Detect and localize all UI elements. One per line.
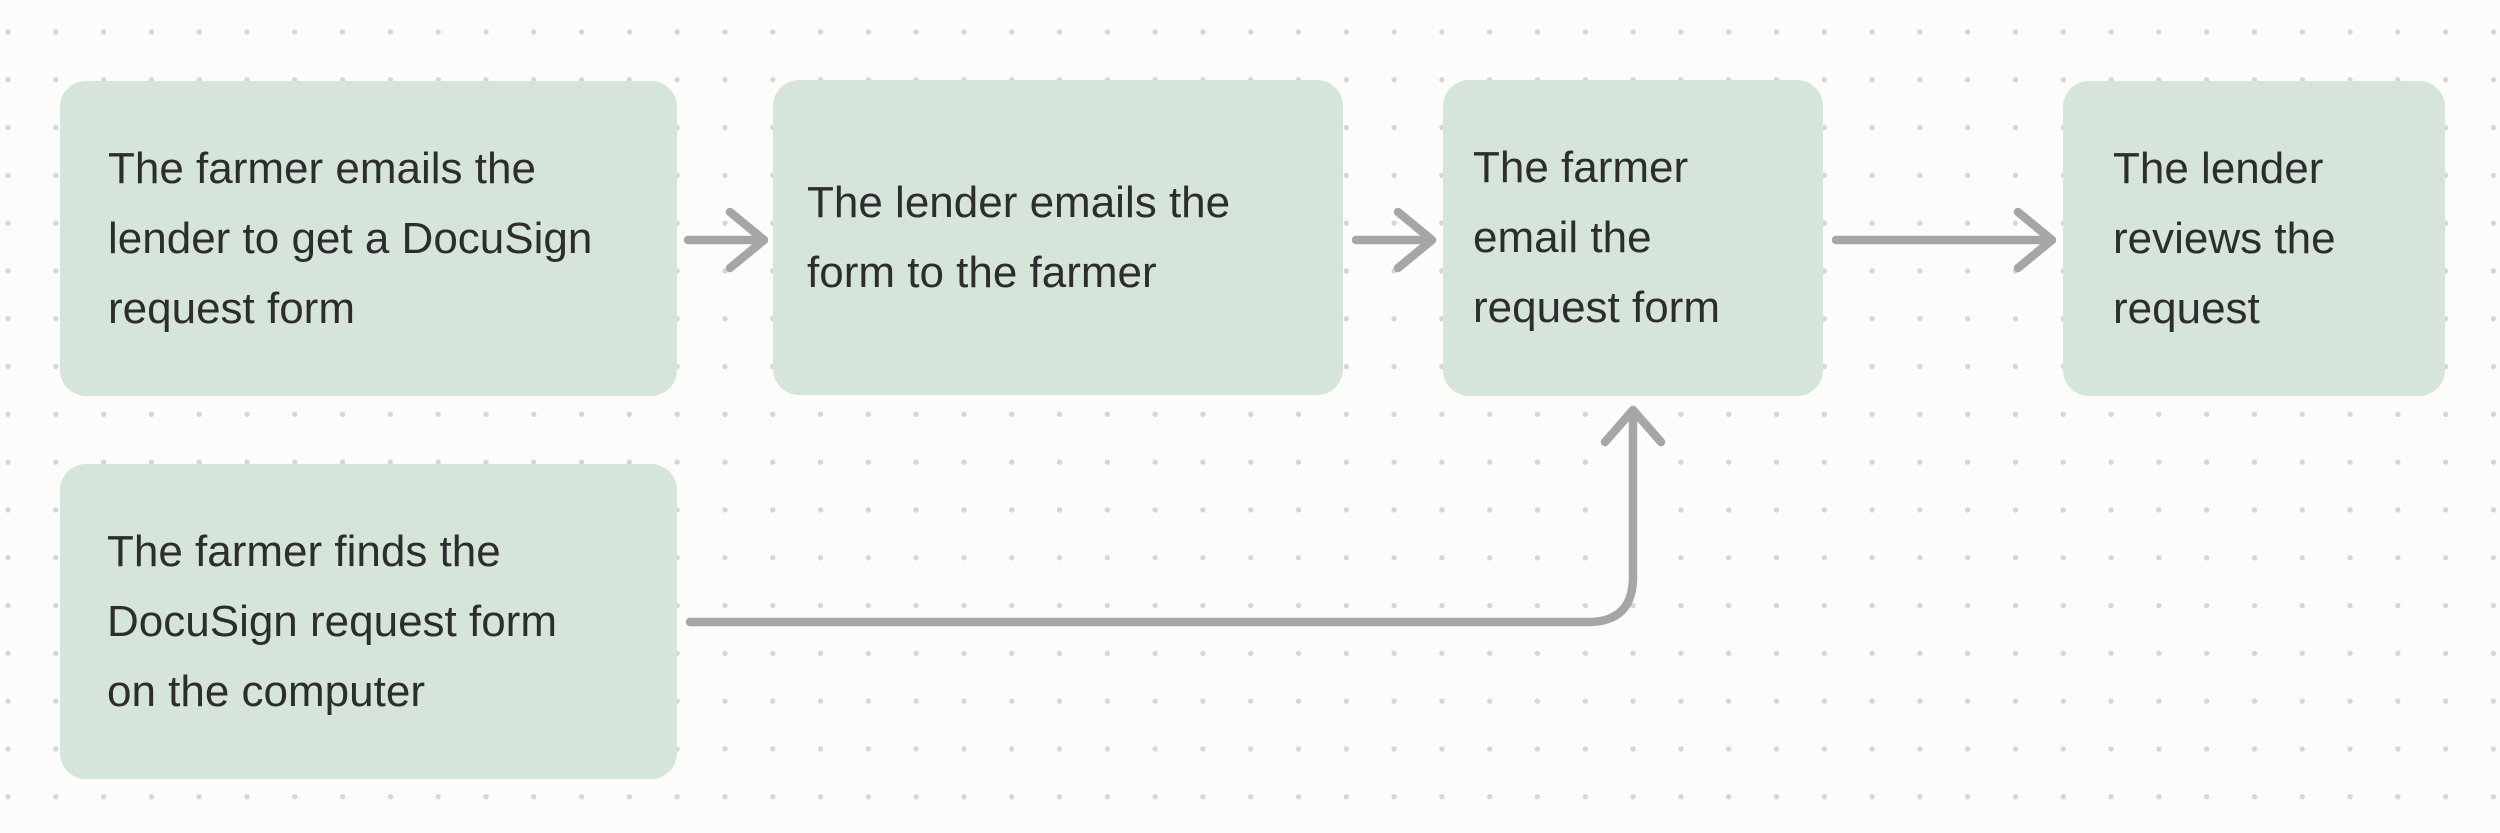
node-farmer-emails-request: The farmer email the request form — [1443, 80, 1823, 396]
node-label: The lender reviews the request — [2113, 143, 2336, 333]
node-farmer-finds-form: The farmer finds the DocuSign request fo… — [60, 464, 677, 779]
node-label: The farmer finds the DocuSign request fo… — [107, 526, 557, 716]
elbow-arrow-up-icon-edge-4 — [685, 405, 1666, 627]
node-label: The lender emails the form to the farmer — [807, 177, 1231, 297]
node-label: The farmer emails the lender to get a Do… — [108, 143, 593, 333]
node-lender-reviews-request: The lender reviews the request — [2063, 81, 2445, 396]
arrow-right-icon-edge-3 — [1831, 207, 2057, 273]
node-farmer-emails-lender: The farmer emails the lender to get a Do… — [60, 81, 677, 396]
arrow-right-icon-edge-1 — [683, 207, 769, 273]
node-lender-emails-form: The lender emails the form to the farmer — [773, 80, 1343, 395]
arrow-right-icon-edge-2 — [1351, 207, 1437, 273]
node-label: The farmer email the request form — [1473, 143, 1720, 332]
